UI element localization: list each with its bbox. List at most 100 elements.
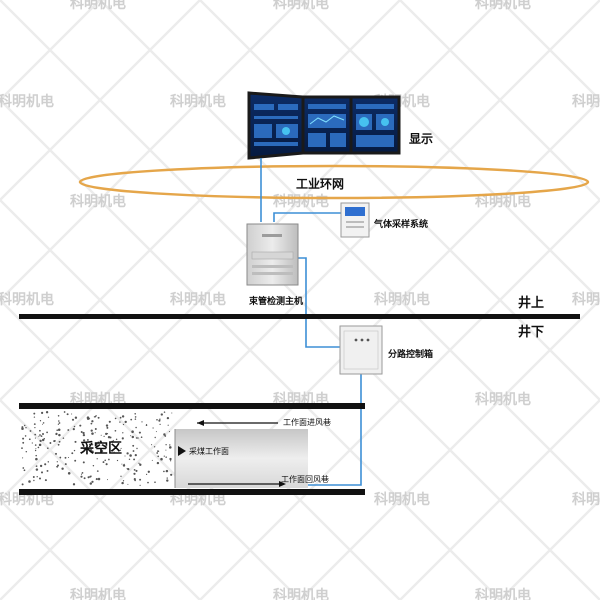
goaf-speck — [73, 449, 76, 452]
goaf-speck — [105, 463, 108, 466]
goaf-speck — [134, 416, 137, 418]
goaf-speck — [127, 483, 129, 485]
goaf-speck — [151, 444, 153, 446]
goaf-speck — [157, 455, 160, 458]
watermark-text: 科明机电 — [475, 587, 531, 600]
goaf-speck — [42, 422, 45, 424]
watermark-text: 科明机电 — [475, 391, 531, 408]
watermark-text: 科明机电 — [70, 193, 126, 210]
goaf-speck — [90, 429, 93, 432]
goaf-speck — [165, 469, 169, 473]
goaf-speck — [106, 432, 109, 435]
goaf-speck — [114, 417, 117, 420]
goaf-speck — [28, 438, 31, 441]
goaf-speck — [134, 413, 136, 415]
goaf-speck — [100, 449, 104, 453]
goaf-speck — [119, 416, 122, 419]
goaf-speck — [124, 455, 126, 457]
goaf-speck — [23, 470, 25, 472]
goaf-speck — [132, 450, 135, 452]
goaf-speck — [166, 477, 168, 479]
goaf-speck — [22, 437, 25, 440]
goaf-speck — [163, 470, 165, 473]
goaf-speck — [82, 439, 86, 442]
goaf-speck — [167, 424, 169, 426]
goaf-speck — [156, 452, 159, 454]
goaf-speck — [81, 472, 84, 474]
goaf-speck — [33, 479, 35, 482]
goaf-speck — [134, 453, 137, 457]
watermark-text: 科明机电 — [0, 93, 54, 110]
watermark-text: 科明机电 — [475, 193, 531, 210]
goaf-speck — [56, 466, 58, 468]
goaf-speck — [91, 420, 94, 423]
goaf-speck — [91, 443, 94, 446]
goaf-speck — [49, 442, 52, 444]
goaf-speck — [56, 461, 58, 463]
goaf-speck — [40, 435, 43, 437]
goaf-speck — [86, 438, 89, 441]
goaf-speck — [31, 442, 33, 444]
goaf-speck — [23, 424, 26, 427]
goaf-speck — [108, 420, 111, 423]
goaf-speck — [106, 479, 109, 481]
watermark-text: 科明机电 — [374, 491, 430, 508]
goaf-speck — [154, 436, 156, 439]
goaf-speck — [63, 411, 66, 413]
goaf-speck — [38, 435, 40, 437]
goaf-speck — [145, 424, 148, 426]
goaf-speck — [131, 435, 135, 439]
goaf-speck — [44, 479, 47, 482]
watermark-text: 科明机电 — [170, 291, 226, 308]
goaf-speck — [46, 469, 49, 472]
goaf-speck — [170, 473, 173, 476]
goaf-speck — [39, 429, 41, 432]
goaf-speck — [165, 449, 167, 451]
goaf-speck — [100, 434, 102, 436]
watermark-text: 科明机电 — [0, 491, 54, 508]
goaf-speck — [155, 431, 157, 433]
goaf-speck — [39, 420, 42, 422]
return-roadway-label: 工作面回风巷 — [281, 474, 329, 484]
goaf-speck — [22, 457, 24, 459]
goaf-speck — [102, 461, 105, 464]
goaf-speck — [34, 426, 36, 429]
goaf-speck — [97, 441, 100, 444]
goaf-speck — [129, 454, 132, 457]
goaf-speck — [114, 429, 117, 432]
goaf-speck — [134, 418, 137, 420]
goaf-speck — [35, 448, 37, 450]
watermark-text: 科明机电 — [0, 291, 54, 308]
goaf-speck — [57, 443, 60, 446]
goaf-speck — [34, 444, 37, 446]
goaf-speck — [43, 438, 45, 440]
goaf-speck — [87, 476, 90, 479]
goaf-speck — [82, 461, 85, 464]
goaf-speck — [156, 461, 160, 465]
goaf-speck — [158, 419, 161, 422]
ground-level-line — [19, 314, 580, 319]
goaf-speck — [120, 447, 122, 449]
goaf-speck — [122, 432, 124, 434]
goaf-speck — [152, 427, 154, 429]
goaf-speck — [22, 441, 25, 444]
goaf-speck — [56, 429, 58, 432]
goaf-speck — [122, 464, 126, 467]
goaf-speck — [160, 413, 163, 416]
goaf-speck — [147, 481, 149, 484]
goaf-speck — [156, 418, 158, 421]
goaf-speck — [160, 457, 163, 461]
goaf-speck — [73, 425, 76, 428]
goaf-speck — [21, 426, 24, 429]
goaf-speck — [36, 476, 38, 478]
goaf-speck — [55, 452, 57, 455]
goaf-speck — [32, 476, 35, 478]
goaf-speck — [131, 430, 134, 433]
goaf-speck — [120, 475, 122, 477]
goaf-speck — [41, 411, 44, 414]
goaf-speck — [136, 447, 138, 450]
goaf-speck — [38, 443, 42, 447]
goaf-speck — [93, 416, 95, 418]
goaf-speck — [33, 423, 36, 425]
goaf-speck — [86, 416, 90, 419]
